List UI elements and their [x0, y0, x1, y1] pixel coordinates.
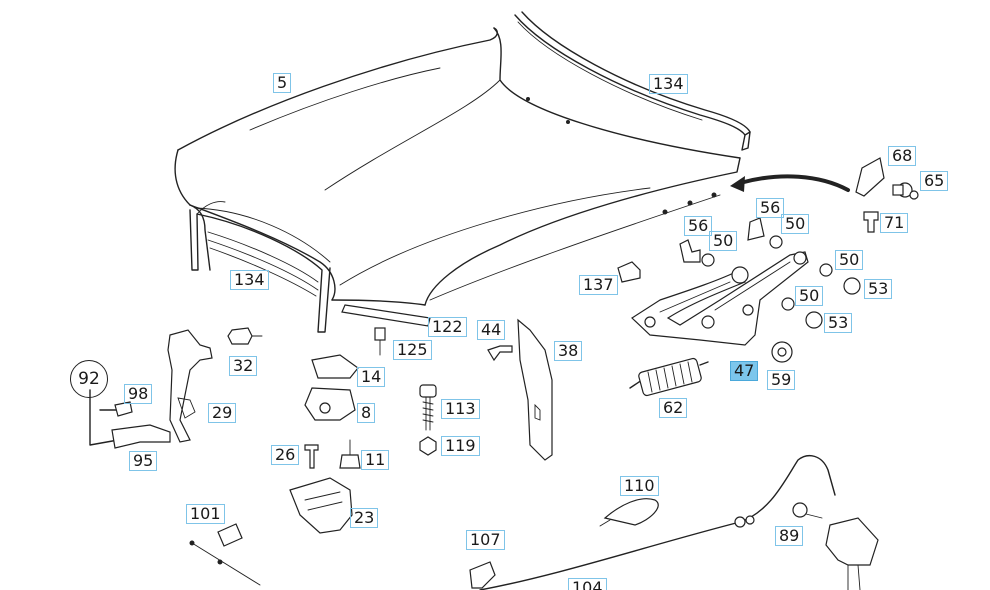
part-label-56-left[interactable]: 56	[684, 216, 713, 236]
callout-circle-92[interactable]: 92	[70, 360, 108, 398]
part-label-8[interactable]: 8	[357, 403, 376, 423]
part-label-47[interactable]: 47	[730, 361, 759, 381]
part-label-134-seal-front[interactable]: 134	[230, 270, 269, 290]
part-label-107[interactable]: 107	[466, 530, 505, 550]
part-label-50-c[interactable]: 50	[835, 250, 864, 270]
part-label-113[interactable]: 113	[441, 399, 480, 419]
part-label-50-d[interactable]: 50	[795, 286, 824, 306]
part-label-71[interactable]: 71	[880, 213, 909, 233]
part-label-62[interactable]: 62	[659, 398, 688, 418]
part-label-23[interactable]: 23	[350, 508, 379, 528]
part-label-95[interactable]: 95	[129, 451, 158, 471]
part-label-14[interactable]: 14	[357, 367, 386, 387]
rear-seal-strip	[514, 11, 751, 151]
hood-spring	[629, 357, 709, 397]
part-label-119[interactable]: 119	[441, 436, 480, 456]
part-label-122[interactable]: 122	[428, 317, 467, 337]
part-label-50-b[interactable]: 50	[781, 214, 810, 234]
part-label-29[interactable]: 29	[208, 403, 237, 423]
part-label-38[interactable]: 38	[554, 341, 583, 361]
part-label-98[interactable]: 98	[124, 384, 153, 404]
part-label-11[interactable]: 11	[361, 450, 390, 470]
part-label-110[interactable]: 110	[620, 476, 659, 496]
hood-hinge	[631, 251, 809, 346]
hood-panel	[174, 27, 741, 306]
part-label-5[interactable]: 5	[273, 73, 292, 93]
part-label-26[interactable]: 26	[271, 445, 300, 465]
part-label-53-b[interactable]: 53	[824, 313, 853, 333]
part-label-50-a[interactable]: 50	[709, 231, 738, 251]
part-label-59[interactable]: 59	[767, 370, 796, 390]
part-label-56-right[interactable]: 56	[756, 198, 785, 218]
part-label-104[interactable]: 104	[568, 578, 607, 590]
part-label-68[interactable]: 68	[888, 146, 917, 166]
part-label-32[interactable]: 32	[229, 356, 258, 376]
part-label-44[interactable]: 44	[477, 320, 506, 340]
part-label-65[interactable]: 65	[920, 171, 949, 191]
part-label-53-a[interactable]: 53	[864, 279, 893, 299]
part-label-137[interactable]: 137	[579, 275, 618, 295]
part-label-89[interactable]: 89	[775, 526, 804, 546]
part-label-125[interactable]: 125	[393, 340, 432, 360]
part-label-101[interactable]: 101	[186, 504, 225, 524]
part-label-134-seal-rear[interactable]: 134	[649, 74, 688, 94]
front-seal-strip	[189, 201, 331, 333]
